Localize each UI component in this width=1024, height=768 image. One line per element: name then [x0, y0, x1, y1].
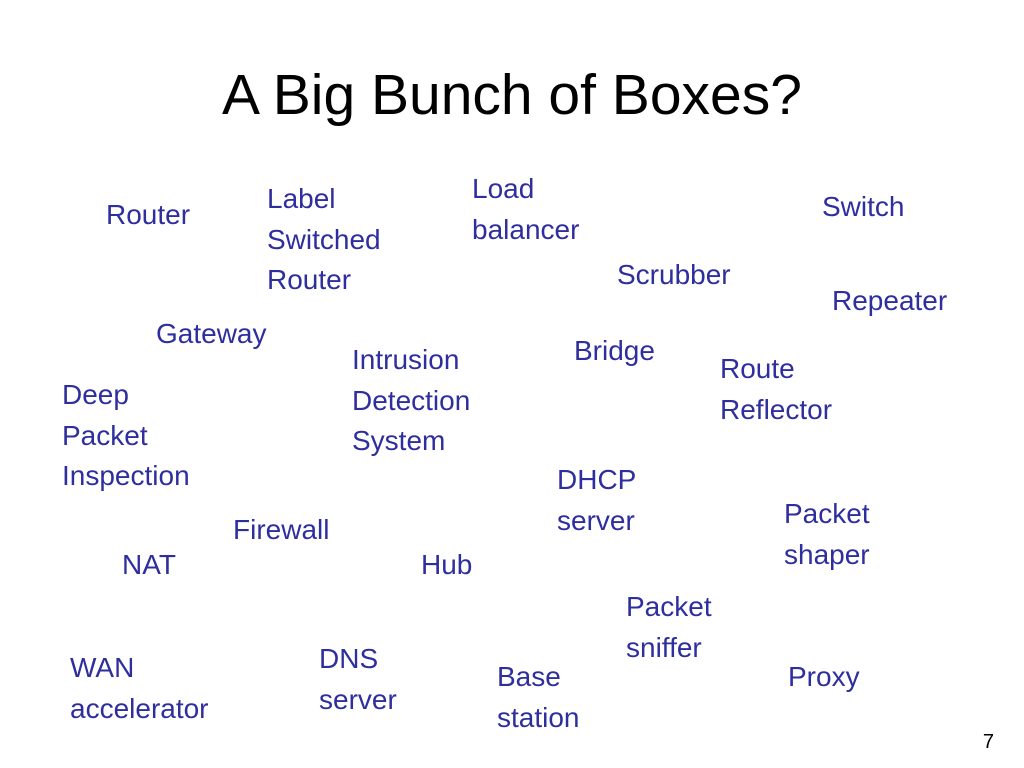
page-number: 7: [982, 731, 994, 753]
slide-title: A Big Bunch of Boxes?: [222, 63, 802, 127]
term-proxy: Proxy: [788, 661, 860, 692]
term-dns-server: DNS server: [319, 643, 397, 715]
term-deep-packet-inspection: Deep Packet Inspection: [62, 379, 190, 491]
term-repeater: Repeater: [832, 285, 948, 316]
term-firewall: Firewall: [233, 514, 330, 545]
term-packet-sniffer: Packet sniffer: [626, 591, 712, 663]
term-dhcp-server: DHCP server: [557, 464, 637, 536]
term-hub: Hub: [421, 549, 473, 580]
term-scrubber: Scrubber: [617, 259, 731, 290]
term-route-reflector: Route Reflector: [720, 353, 833, 425]
term-wan-accelerator: WAN accelerator: [70, 652, 209, 724]
term-label-switched-router: Label Switched Router: [267, 183, 381, 295]
term-packet-shaper: Packet shaper: [784, 498, 870, 570]
term-switch: Switch: [822, 191, 905, 222]
term-gateway: Gateway: [156, 318, 267, 349]
term-nat: NAT: [122, 549, 176, 580]
term-router: Router: [106, 199, 191, 230]
term-bridge: Bridge: [574, 335, 655, 366]
term-intrusion-detection-system: Intrusion Detection System: [352, 344, 471, 456]
term-load-balancer: Load balancer: [472, 173, 580, 245]
term-base-station: Base station: [497, 661, 580, 733]
